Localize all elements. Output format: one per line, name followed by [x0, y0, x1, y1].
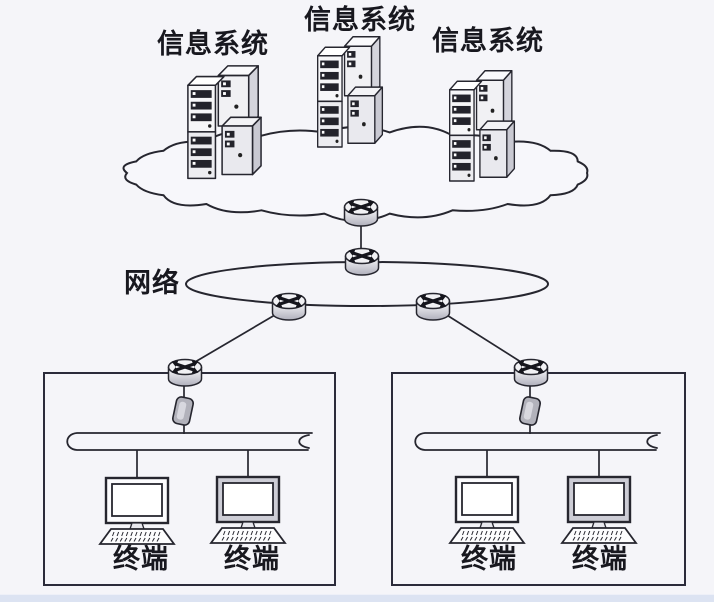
- router-icon: [513, 358, 549, 387]
- transceiver-icon: [172, 396, 194, 426]
- info-system-label-right: 信息系统: [432, 26, 544, 56]
- terminal-icon: [209, 475, 287, 544]
- terminal-icon: [98, 476, 176, 545]
- terminal-label-2: 终端: [224, 544, 280, 574]
- terminal-icon: [448, 475, 526, 544]
- terminal-label-1: 终端: [113, 544, 169, 574]
- router-icon: [415, 292, 451, 321]
- transceiver-icon: [519, 396, 541, 426]
- server-cluster-left: [187, 65, 262, 180]
- bus-backbone-right: [414, 432, 661, 451]
- terminal-label-4: 终端: [572, 544, 628, 574]
- terminal-label-3: 终端: [461, 544, 517, 574]
- server-cluster-center: [317, 36, 384, 148]
- bus-backbone-left: [66, 432, 313, 451]
- info-system-label-left: 信息系统: [157, 29, 269, 59]
- router-icon: [271, 292, 307, 321]
- router-icon: [167, 358, 203, 387]
- router-icon: [343, 198, 379, 227]
- server-cluster-right: [449, 70, 516, 182]
- terminal-icon: [560, 475, 638, 544]
- network-label: 网络: [124, 268, 180, 298]
- connection-lines: [136, 224, 600, 478]
- router-icon: [344, 247, 380, 276]
- bottom-strip: [0, 594, 714, 602]
- info-system-label-center: 信息系统: [304, 5, 416, 35]
